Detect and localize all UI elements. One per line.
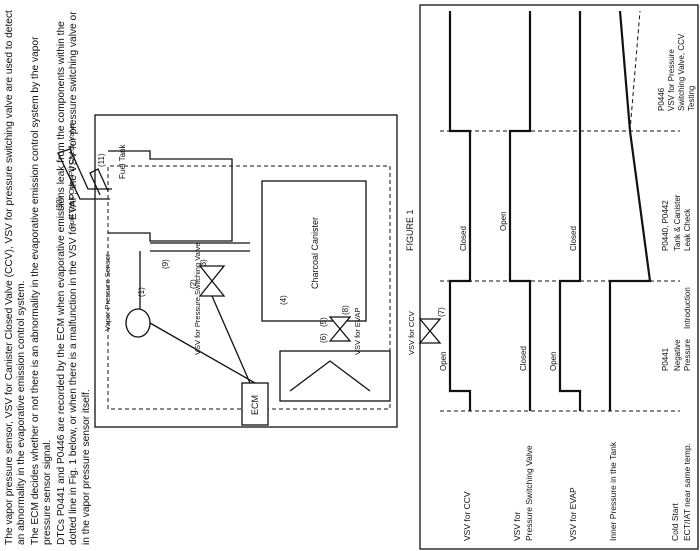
diagram-frame <box>94 114 398 428</box>
pressure-curve-alt <box>629 10 641 132</box>
neg-pressure-b: Pressure <box>683 338 692 371</box>
leak-code: P0440, P0442 <box>661 200 670 251</box>
vsv-evap <box>328 316 352 342</box>
neg-pressure-code: P0441 <box>661 347 670 371</box>
psv-open: Open <box>499 211 508 231</box>
tank-vent-pipe <box>150 242 250 252</box>
row-label-evap: VSV for EVAP <box>568 487 578 541</box>
row-label-psv-a: VSV for <box>512 512 522 541</box>
neg-pressure-a: Negative <box>673 339 682 371</box>
leak-b: Leak Check <box>683 208 692 251</box>
charcoal-canister-label: Charcoal Canister <box>310 217 320 289</box>
row-label-ccv: VSV for CCV <box>462 491 472 541</box>
cold-start-b: ECT/IAT near same temp. <box>682 443 692 541</box>
vsv-ccv-label: VSV for CCV <box>407 311 416 355</box>
label-11: (11) <box>97 153 106 167</box>
chart-frame <box>419 4 699 550</box>
charcoal-canister <box>261 180 367 322</box>
vsv-test-code: P0446 <box>657 87 666 111</box>
pressure-switching-valve-label: VSV for Pressure Switching Valve <box>193 243 202 355</box>
ccv-open: Open <box>439 351 448 371</box>
leak-a: Tank & Canister <box>673 194 682 251</box>
label-9: (9) <box>161 259 170 269</box>
vapor-pressure-sensor <box>125 308 151 338</box>
evap-closed: Closed <box>569 226 578 251</box>
neg-pressure-c: Introduction <box>683 287 692 329</box>
figure-label: FIGURE 1 <box>405 209 415 251</box>
fill-check-valve-label: Fuel Tank Over Fill Check Valve <box>67 123 76 229</box>
throttle-body <box>289 360 371 392</box>
cold-start-a: Cold Start <box>670 503 680 541</box>
dotted-leak-boundary <box>107 165 391 410</box>
vsv-ccv <box>418 318 442 344</box>
fill-check-valve-inner <box>89 168 109 196</box>
vsv-evap-label: VSV for EVAP <box>353 308 362 355</box>
label-8: (8) <box>341 305 350 315</box>
vapor-pressure-sensor-label: Vapor Pressure Sensor <box>103 253 112 331</box>
label-3: (3) <box>199 259 208 269</box>
ccv-waveform <box>448 11 472 411</box>
fill-check-valve <box>57 148 112 200</box>
psv-waveform <box>508 11 532 411</box>
vsv-test-c: Testing <box>687 86 696 111</box>
fuel-tank-label: Fuel Tank <box>118 143 127 179</box>
ecm-label: ECM <box>250 395 260 415</box>
fill-check-valve-label-num: (10) <box>55 196 64 211</box>
pressure-curve <box>608 10 652 411</box>
ccv-closed: Closed <box>459 226 468 251</box>
vsv-test-b: Switching Valve, CCV <box>677 33 686 111</box>
intake-duct <box>279 350 391 402</box>
label-7: (7) <box>437 307 446 317</box>
pressure-switching-valve <box>198 265 226 297</box>
label-2: (2) <box>189 279 198 289</box>
ecm-signal-lines <box>149 295 256 384</box>
psv-closed: Closed <box>519 346 528 371</box>
row-label-pressure: Inner Pressure in the Tank <box>608 441 618 541</box>
evap-waveform <box>558 11 582 411</box>
vsv-test-a: VSV for Pressure <box>667 49 676 111</box>
fuel-tank-outline <box>108 150 233 242</box>
label-1: (1) <box>137 287 146 297</box>
row-label-psv-b: Pressure Switching Valve <box>524 445 534 541</box>
label-5: (5) <box>319 317 328 327</box>
label-6: (6) <box>319 333 328 343</box>
evap-open: Open <box>549 351 558 371</box>
label-4: (4) <box>279 295 288 305</box>
